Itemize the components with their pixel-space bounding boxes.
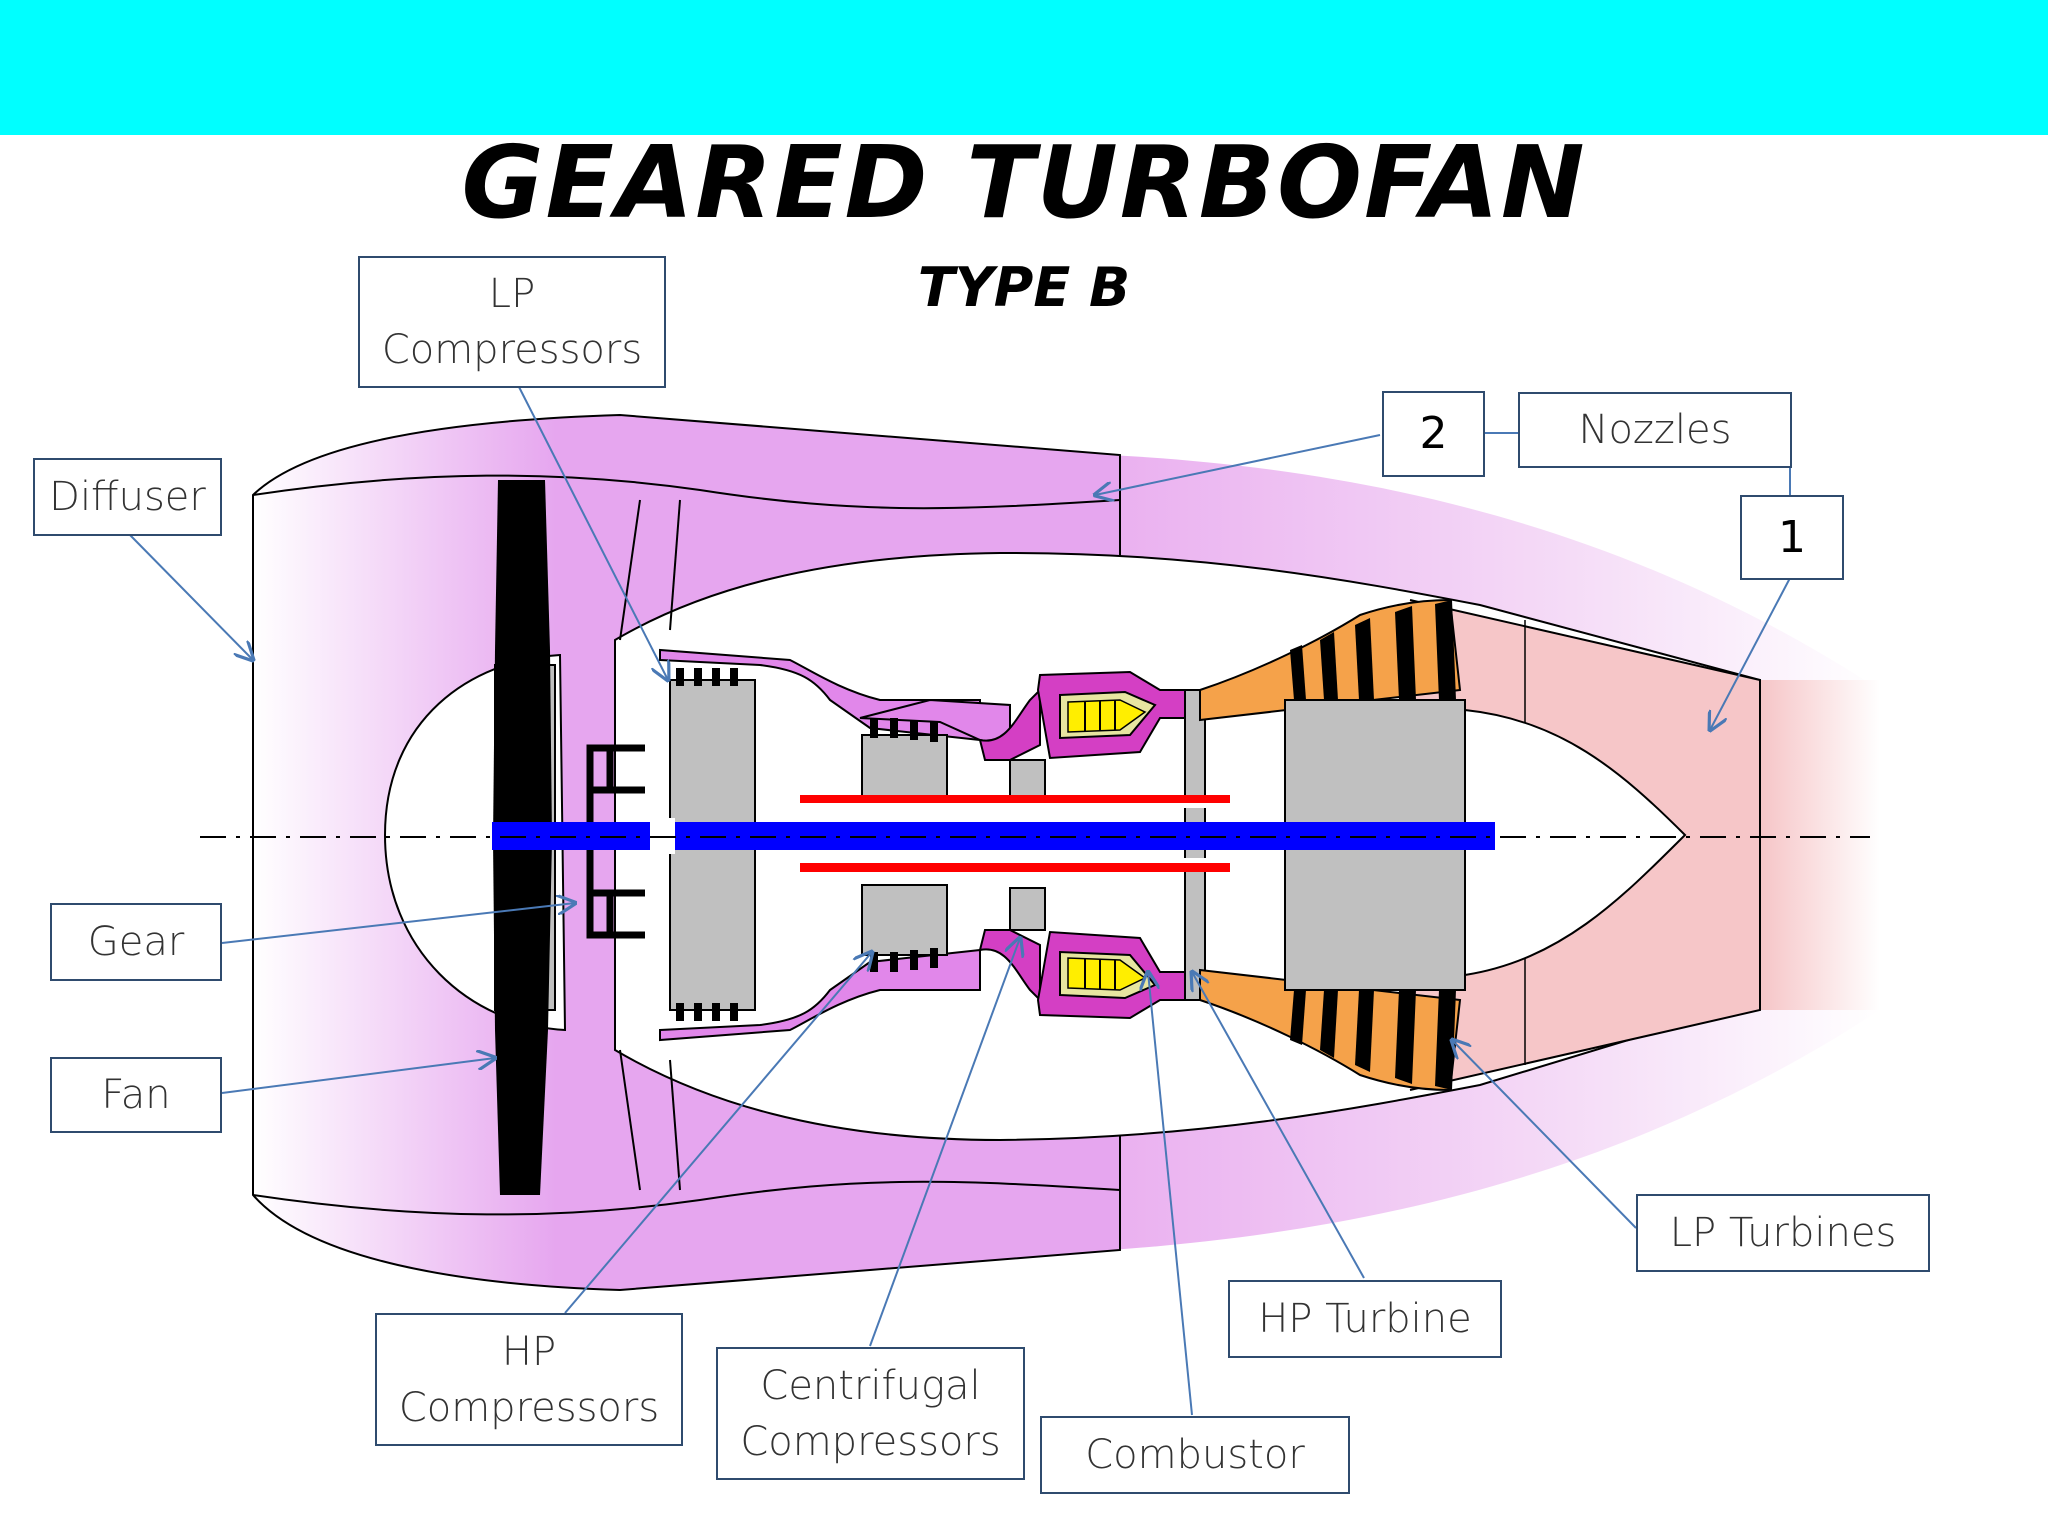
label-nozzles: Nozzles	[1518, 392, 1792, 468]
label-lp-compressors: LP Compressors	[358, 256, 666, 388]
tail-cone	[1464, 708, 1687, 977]
centrifugal-compressor-bottom	[978, 929, 1041, 1003]
centrifugal-compressor-top	[978, 687, 1041, 761]
diagram-title: GEARED TURBOFAN	[461, 124, 1587, 241]
lp-turbine-blades-top	[1290, 600, 1456, 700]
label-centrifugal-compressors: Centrifugal Compressors	[716, 1347, 1025, 1480]
label-lp-turbines: LP Turbines	[1636, 1194, 1930, 1272]
label-diffuser: Diffuser	[33, 458, 222, 536]
header-bar	[0, 0, 2048, 135]
hp-shaft-top	[800, 795, 1230, 804]
hp-shaft-bottom	[800, 863, 1230, 872]
lp-turbine-blades-bottom	[1290, 990, 1456, 1090]
diagram-subtitle: TYPE B	[917, 256, 1131, 319]
lp-shaft	[492, 822, 1495, 850]
label-hp-compressors: HP Compressors	[375, 1313, 683, 1446]
label-number-2: 2	[1382, 391, 1485, 477]
label-combustor: Combustor	[1040, 1416, 1350, 1494]
label-hp-turbine: HP Turbine	[1228, 1280, 1502, 1358]
nacelle-inner-line-top	[252, 474, 1121, 510]
callout-leaders	[129, 384, 1791, 1416]
label-gear: Gear	[50, 903, 222, 981]
label-fan: Fan	[50, 1057, 222, 1133]
combustor-can-top	[1067, 699, 1147, 733]
lp-compressor-duct-bottom	[659, 948, 981, 1042]
hp-compressor-rotor	[861, 734, 948, 806]
nacelle-inner-line-bottom	[252, 1180, 1121, 1216]
lp-compressor-blades-top	[676, 668, 738, 686]
label-number-1: 1	[1740, 495, 1844, 580]
combustor-can-bottom	[1067, 957, 1147, 991]
lp-compressor-blades-bottom	[676, 1003, 738, 1021]
